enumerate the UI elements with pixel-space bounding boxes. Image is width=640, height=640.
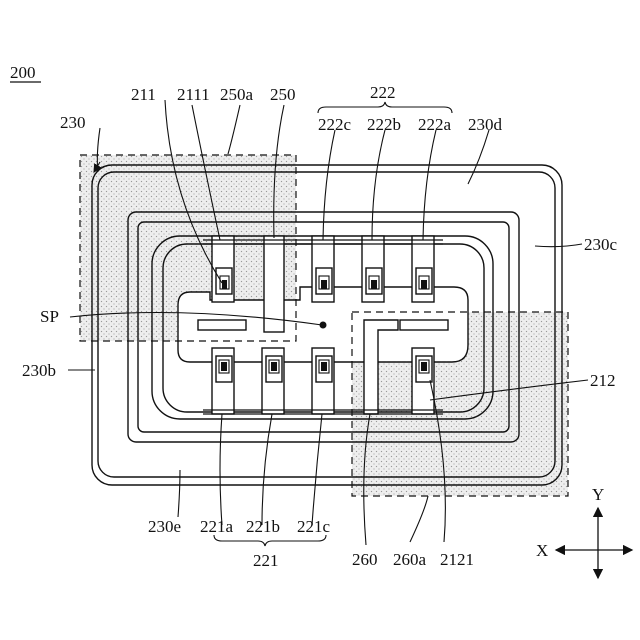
label-221a: 221a [200, 517, 234, 536]
label-250: 250 [270, 85, 296, 104]
xy-axes [556, 508, 632, 578]
axis-label-x: X [536, 541, 548, 560]
label-2111: 2111 [177, 85, 210, 104]
label-221: 221 [253, 551, 279, 570]
bar-260 [400, 320, 448, 330]
label-222a: 222a [418, 115, 452, 134]
label-222c: 222c [318, 115, 352, 134]
label-212: 212 [590, 371, 616, 390]
label-230: 230 [60, 113, 86, 132]
figure-number: 200 [10, 63, 36, 82]
label-250a: 250a [220, 85, 254, 104]
label-230d: 230d [468, 115, 503, 134]
label-221c: 221c [297, 517, 331, 536]
label-221b: 221b [246, 517, 280, 536]
bar-250 [198, 320, 246, 330]
pad-221b [262, 348, 284, 414]
brace-222 [318, 102, 452, 113]
label-222: 222 [370, 83, 396, 102]
pad-222c [312, 236, 334, 302]
pad-221c [312, 348, 334, 414]
label-230b: 230b [22, 361, 56, 380]
pad-221a [212, 348, 234, 414]
label-211: 211 [131, 85, 156, 104]
label-230c: 230c [584, 235, 618, 254]
brace-221 [214, 535, 326, 546]
label-sp: SP [40, 307, 59, 326]
pad-250-strip [264, 236, 284, 332]
pad-222a [412, 236, 434, 302]
axis-label-y: Y [592, 485, 604, 504]
label-260: 260 [352, 550, 378, 569]
label-230e: 230e [148, 517, 181, 536]
label-222b: 222b [367, 115, 401, 134]
label-260a: 260a [393, 550, 427, 569]
label-2121: 2121 [440, 550, 474, 569]
pad-211 [212, 236, 234, 302]
pad-222b [362, 236, 384, 302]
